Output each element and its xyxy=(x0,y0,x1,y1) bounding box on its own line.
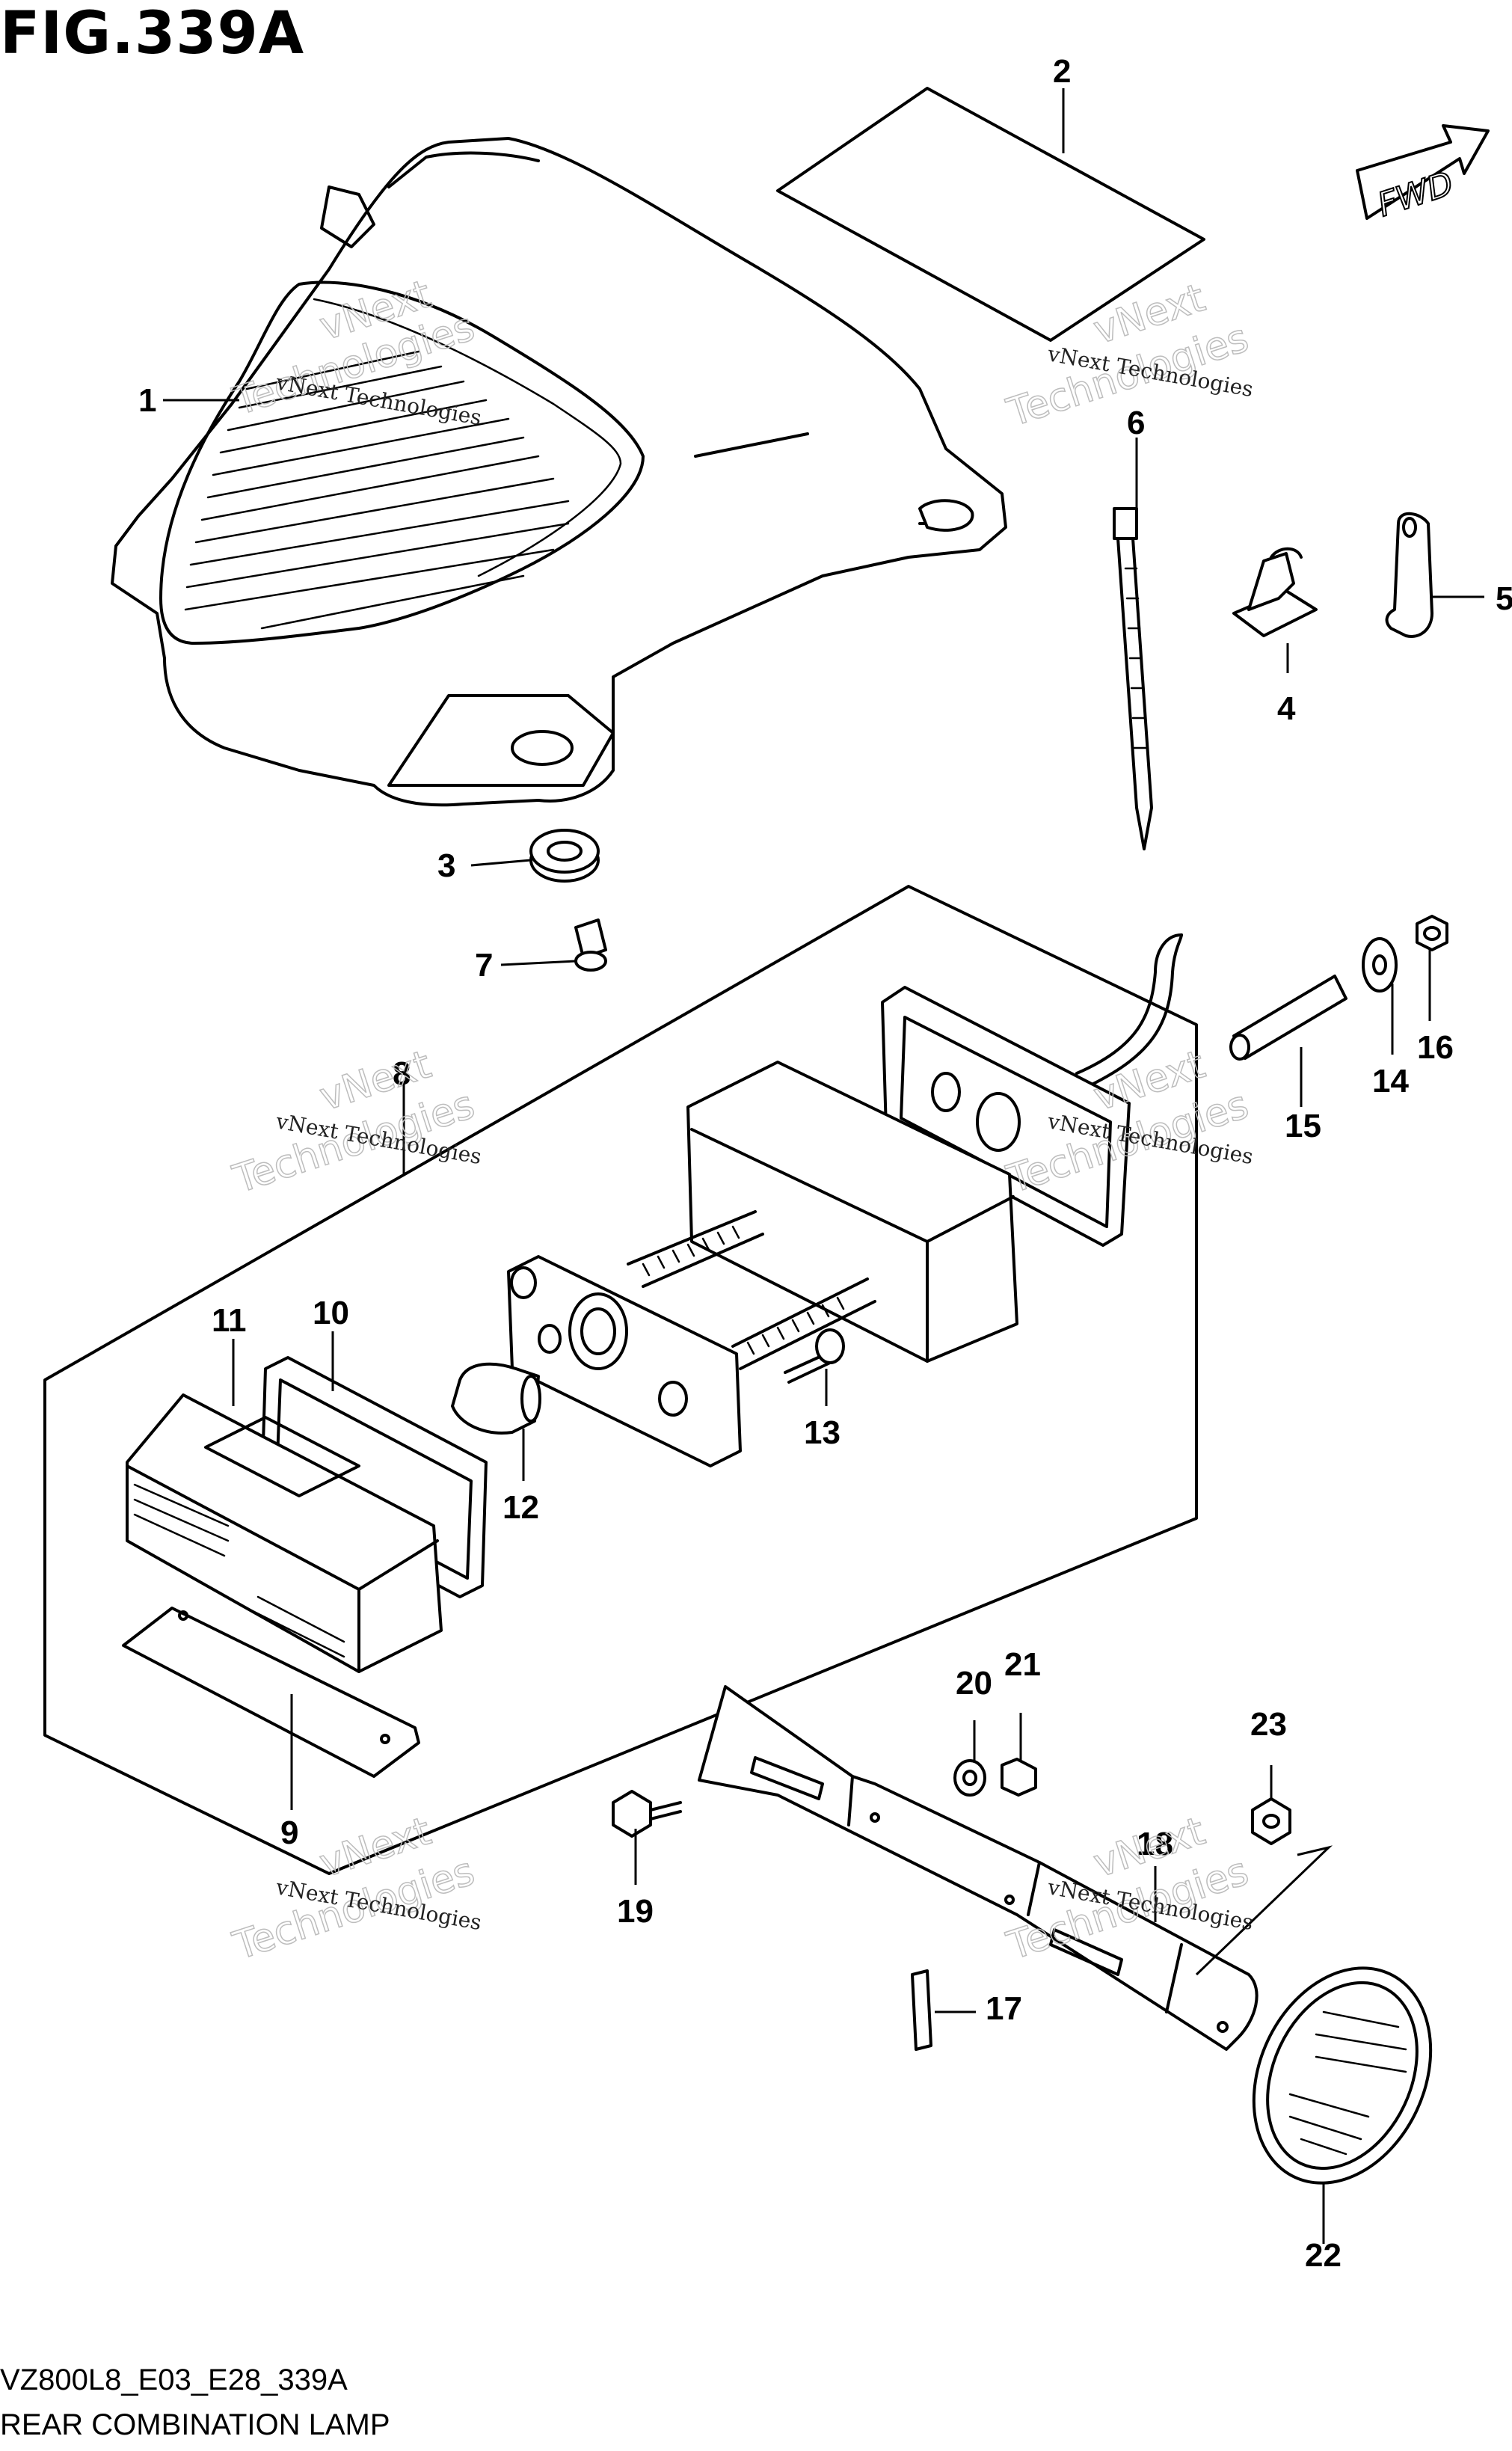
callout-22: 22 xyxy=(1305,2237,1342,2274)
callout-4: 4 xyxy=(1277,690,1296,727)
figure-code: VZ800L8_E03_E28_339A xyxy=(0,2363,348,2396)
part-22-reflector xyxy=(1252,1966,1433,2185)
part-12-bulb xyxy=(451,1362,541,1435)
callout-3: 3 xyxy=(437,847,455,884)
callout-21: 21 xyxy=(1004,1646,1041,1683)
callout-15: 15 xyxy=(1285,1108,1321,1144)
watermark-1: vNext Technologies vNext Technologies xyxy=(227,272,484,431)
watermark-3: vNext Technologies vNext Technologies xyxy=(227,1042,484,1203)
callout-20: 20 xyxy=(956,1665,992,1702)
watermark-5: vNext Technologies vNext Technologies xyxy=(227,1809,484,1970)
part-2-label-sheet xyxy=(776,87,1205,342)
part-18-bracket xyxy=(698,1685,1259,2051)
part-23-nut xyxy=(1251,1797,1291,1845)
callout-11: 11 xyxy=(212,1302,247,1339)
callout-16: 16 xyxy=(1417,1029,1454,1066)
callout-13: 13 xyxy=(804,1414,840,1451)
part-6-cable-tie xyxy=(1113,507,1153,850)
callout-19: 19 xyxy=(617,1893,654,1930)
callout-23: 23 xyxy=(1250,1706,1287,1743)
callout-6: 6 xyxy=(1127,405,1145,441)
figure-title: FIG.339A xyxy=(0,0,305,67)
socket-plate xyxy=(507,1255,742,1467)
callout-2: 2 xyxy=(1053,53,1071,90)
fwd-arrow-icon: FWD xyxy=(1356,124,1490,225)
lamp-base-block xyxy=(686,1061,1018,1363)
part-14-washer xyxy=(1362,937,1398,993)
callout-14: 14 xyxy=(1372,1063,1409,1099)
callout-1: 1 xyxy=(138,382,156,419)
callout-10: 10 xyxy=(313,1295,349,1331)
callout-5: 5 xyxy=(1496,580,1512,617)
part-15-spacer xyxy=(1229,975,1347,1061)
callout-8: 8 xyxy=(393,1055,411,1092)
part-21-nut xyxy=(1001,1758,1037,1797)
part-11-lens xyxy=(126,1393,443,1673)
lens-grille xyxy=(184,350,570,630)
callout-7: 7 xyxy=(475,947,493,984)
callout-12: 12 xyxy=(503,1489,539,1526)
callout-18: 18 xyxy=(1137,1826,1173,1862)
part-20-washer xyxy=(953,1759,986,1797)
part-13-screw xyxy=(784,1328,845,1384)
part-16-nut xyxy=(1416,915,1448,951)
part-3-grommet xyxy=(529,829,600,883)
part-7-screw xyxy=(574,918,607,972)
part-5-bracket xyxy=(1385,512,1433,638)
part-1-lamp-housing xyxy=(111,137,1007,807)
part-17-tag xyxy=(911,1969,932,2051)
figure-name: REAR COMBINATION LAMP xyxy=(0,2408,390,2441)
part-9-plate xyxy=(122,1607,420,1778)
part-4-clip xyxy=(1232,547,1318,637)
callout-17: 17 xyxy=(986,1990,1022,2027)
part-19-bolt xyxy=(612,1790,682,1838)
callout-9: 9 xyxy=(280,1815,298,1851)
part-8-assembly-outline xyxy=(43,885,1198,1875)
